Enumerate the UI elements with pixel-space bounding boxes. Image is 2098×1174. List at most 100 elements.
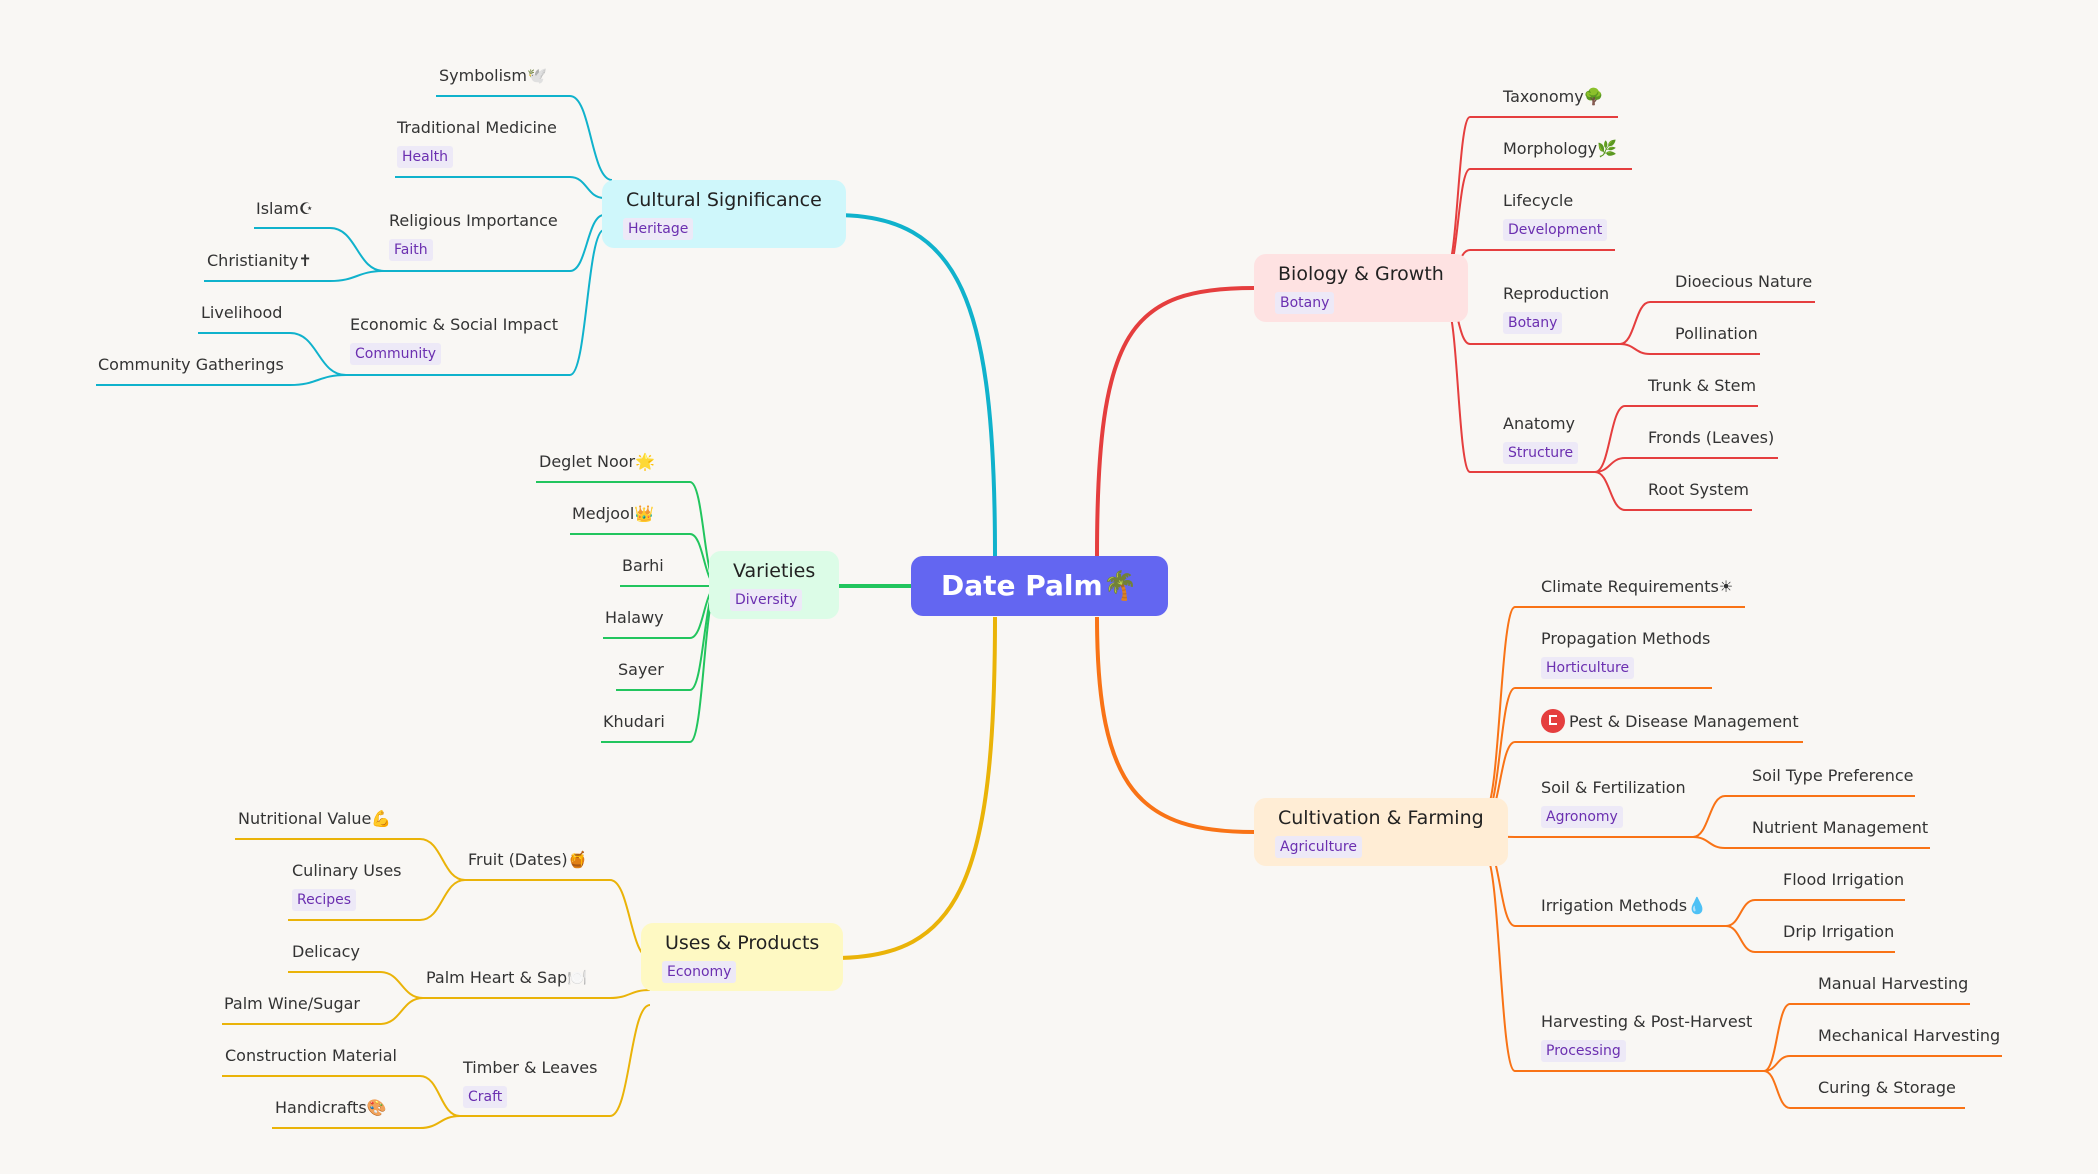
leaf-handicrafts[interactable]: Handicrafts🎨 (275, 1098, 387, 1117)
leaf-culinary-uses[interactable]: Culinary Uses Recipes (292, 861, 402, 911)
tag-health: Health (397, 146, 453, 168)
leaf-halawy[interactable]: Halawy (605, 608, 664, 627)
tag-structure: Structure (1503, 442, 1579, 464)
leaf-anatomy[interactable]: Anatomy Structure (1503, 414, 1579, 464)
leaf-symbolism[interactable]: Symbolism🕊️ (439, 66, 547, 85)
leaf-islam[interactable]: Islam☪ (256, 199, 314, 218)
leaf-morphology[interactable]: Morphology🌿 (1503, 139, 1618, 158)
branch-label: Varieties (733, 560, 816, 582)
connector-root-biology (1095, 286, 1255, 557)
tag-recipes: Recipes (292, 889, 357, 911)
connector-medicine (395, 176, 605, 199)
leaf-flood-irrigation[interactable]: Flood Irrigation (1783, 870, 1905, 889)
connector-mechanical (1763, 1055, 2002, 1072)
leaf-barhi[interactable]: Barhi (622, 556, 664, 575)
connector-flood (1725, 899, 1905, 927)
leaf-pest-disease-management[interactable]: Pest & Disease Management (1541, 709, 1799, 733)
branch-varieties[interactable]: Varieties Diversity (709, 551, 840, 619)
leaf-palm-heart-sap[interactable]: Palm Heart & Sap🍽️ (426, 968, 588, 987)
leaf-delicacy[interactable]: Delicacy (292, 942, 360, 961)
leaf-soil-fertilization[interactable]: Soil & Fertilization Agronomy (1541, 778, 1686, 828)
leaf-root-system[interactable]: Root System (1648, 480, 1749, 499)
leaf-khudari[interactable]: Khudari (603, 712, 665, 731)
connector-harvesting (1484, 854, 1764, 1072)
leaf-sayer[interactable]: Sayer (618, 660, 664, 679)
leaf-deglet-noor[interactable]: Deglet Noor🌟 (539, 452, 656, 471)
leaf-dioecious-nature[interactable]: Dioecious Nature (1675, 272, 1813, 291)
branch-label: Cultivation & Farming (1278, 807, 1484, 829)
branch-uses-products[interactable]: Uses & Products Economy (641, 923, 844, 991)
connector-livelihood (198, 332, 347, 376)
leaf-trunk-stem[interactable]: Trunk & Stem (1648, 376, 1757, 395)
leaf-irrigation-methods[interactable]: Irrigation Methods💧 (1541, 896, 1707, 915)
leaf-manual-harvesting[interactable]: Manual Harvesting (1818, 974, 1969, 993)
leaf-label: Soil & Fertilization (1541, 778, 1686, 797)
tag-community: Community (350, 343, 442, 365)
leaf-palm-wine-sugar[interactable]: Palm Wine/Sugar (224, 994, 360, 1013)
leaf-harvesting-post-harvest[interactable]: Harvesting & Post-Harvest Processing (1541, 1012, 1752, 1062)
connector-root-cultivation (1095, 616, 1255, 834)
branch-cultivation-farming[interactable]: Cultivation & Farming Agriculture (1254, 798, 1508, 866)
leaf-climate-requirements[interactable]: Climate Requirements☀ (1541, 577, 1734, 596)
leaf-mechanical-harvesting[interactable]: Mechanical Harvesting (1818, 1026, 2001, 1045)
root-node[interactable]: Date Palm🌴 (911, 556, 1168, 616)
leaf-pollination[interactable]: Pollination (1675, 324, 1758, 343)
tag-processing: Processing (1541, 1040, 1626, 1062)
leaf-label: Timber & Leaves (463, 1058, 598, 1077)
leaf-economic-social-impact[interactable]: Economic & Social Impact Community (350, 315, 558, 365)
leaf-propagation-methods[interactable]: Propagation Methods Horticulture (1541, 629, 1710, 679)
tag-botany: Botany (1275, 292, 1335, 314)
connector-roots (1594, 471, 1752, 511)
leaf-religious-importance[interactable]: Religious Importance Faith (389, 211, 558, 261)
tag-heritage: Heritage (623, 218, 694, 240)
leaf-reproduction[interactable]: Reproduction Botany (1503, 284, 1609, 334)
leaf-soil-type-preference[interactable]: Soil Type Preference (1752, 766, 1914, 785)
connector-delicacy (288, 971, 424, 999)
leaf-label: Pest & Disease Management (1569, 712, 1799, 731)
leaf-medjool[interactable]: Medjool👑 (572, 504, 655, 523)
connector-christianity (204, 270, 385, 282)
connector-religious (384, 214, 605, 272)
flag-icon (1541, 709, 1565, 733)
leaf-traditional-medicine[interactable]: Traditional Medicine Health (397, 118, 557, 168)
leaf-curing-storage[interactable]: Curing & Storage (1818, 1078, 1956, 1097)
leaf-nutrient-management[interactable]: Nutrient Management (1752, 818, 1929, 837)
tag-faith: Faith (389, 239, 433, 261)
connector-culinary (288, 879, 466, 921)
leaf-label: Economic & Social Impact (350, 315, 558, 334)
tag-horticulture: Horticulture (1541, 657, 1635, 679)
connector-dioecious (1619, 301, 1815, 345)
tag-agriculture: Agriculture (1275, 836, 1362, 858)
leaf-construction-material[interactable]: Construction Material (225, 1046, 397, 1065)
tag-diversity: Diversity (730, 589, 803, 611)
tag-development: Development (1503, 219, 1608, 241)
leaf-label: Religious Importance (389, 211, 558, 230)
connector-economic (346, 229, 605, 376)
leaf-taxonomy[interactable]: Taxonomy🌳 (1503, 87, 1604, 106)
connector-root-uses (834, 616, 997, 960)
leaf-lifecycle[interactable]: Lifecycle Development (1503, 191, 1608, 241)
connector-manual (1763, 1003, 1970, 1072)
leaf-label: Traditional Medicine (397, 118, 557, 137)
leaf-fronds-leaves[interactable]: Fronds (Leaves) (1648, 428, 1775, 447)
connector-nutrient (1692, 836, 1930, 849)
branch-cultural-significance[interactable]: Cultural Significance Heritage (602, 180, 846, 248)
leaf-label: Harvesting & Post-Harvest (1541, 1012, 1753, 1031)
leaf-label: Reproduction (1503, 284, 1610, 303)
branch-biology-growth[interactable]: Biology & Growth Botany (1254, 254, 1468, 322)
tag-craft: Craft (463, 1086, 508, 1108)
leaf-christianity[interactable]: Christianity✝ (207, 251, 312, 270)
connector-lifecycle (1445, 249, 1615, 281)
leaf-label: Lifecycle (1503, 191, 1574, 210)
leaf-community-gatherings[interactable]: Community Gatherings (98, 355, 284, 374)
connector-handicrafts (272, 1115, 461, 1129)
leaf-drip-irrigation[interactable]: Drip Irrigation (1783, 922, 1895, 941)
connector-nutritional (235, 838, 466, 881)
branch-label: Uses & Products (665, 932, 820, 954)
leaf-nutritional-value[interactable]: Nutritional Value💪 (238, 809, 392, 828)
leaf-fruit-dates[interactable]: Fruit (Dates)🍯 (468, 850, 588, 869)
leaf-timber-leaves[interactable]: Timber & Leaves Craft (463, 1058, 597, 1108)
connector-drip (1725, 925, 1895, 953)
leaf-livelihood[interactable]: Livelihood (201, 303, 283, 322)
